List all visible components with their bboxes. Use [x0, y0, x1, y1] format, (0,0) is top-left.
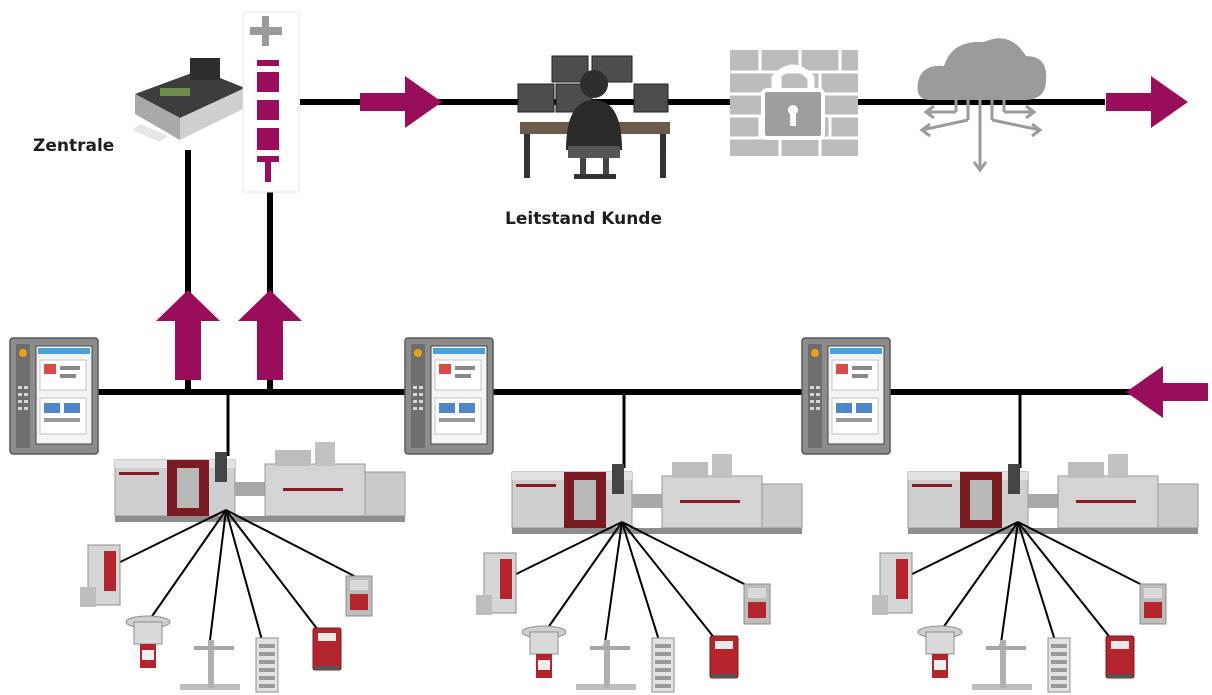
cell-1: [9, 337, 406, 693]
injection-molding-machine-icon: [114, 441, 406, 523]
peripheral-dryer-icon: [475, 552, 517, 616]
peripheral-robot-icon: [576, 640, 636, 690]
injection-molding-machine-icon: [907, 453, 1199, 535]
arrow-up-zentrale: [156, 290, 220, 380]
peripheral-hopper-icon: [125, 615, 171, 669]
cell-3: [801, 337, 1199, 693]
peripheral-hopper-icon: [917, 625, 963, 679]
machine-control-panel-icon: [801, 337, 891, 455]
gateway-computer: [132, 58, 245, 142]
peripheral-temperature-unit-icon: [709, 635, 739, 679]
cell-2: [404, 337, 803, 693]
industrial-pc-icon: [132, 58, 245, 142]
peripheral-rack-icon: [651, 637, 675, 693]
zentrale-label: Zentrale: [33, 136, 114, 156]
arrow-up-temi: [238, 290, 302, 380]
peripheral-rack-icon: [1047, 637, 1071, 693]
peripheral-chiller-icon: [743, 583, 771, 625]
peripheral-robot-icon: [972, 640, 1032, 690]
arrow-right-cloud: [1106, 76, 1188, 128]
peripheral-temperature-unit-icon: [312, 627, 342, 671]
firewall-lock-icon: [730, 50, 858, 156]
peripheral-dryer-icon: [79, 544, 121, 608]
arrow-right-top: [360, 76, 442, 128]
temi-logo: [242, 11, 300, 193]
operator-workstation-icon: [517, 55, 670, 179]
machine-control-panel-icon: [404, 337, 494, 455]
peripheral-rack-icon: [255, 637, 279, 693]
leitstand-label: Leitstand Kunde: [505, 209, 662, 229]
peripheral-hopper-icon: [521, 625, 567, 679]
machine-control-panel-icon: [9, 337, 99, 455]
peripheral-chiller-icon: [345, 575, 373, 617]
arrow-left-bottom: [1126, 366, 1208, 418]
peripheral-dryer-icon: [871, 552, 913, 616]
peripheral-chiller-icon: [1139, 583, 1167, 625]
peripheral-robot-icon: [180, 640, 240, 690]
peripheral-temperature-unit-icon: [1105, 635, 1135, 679]
injection-molding-machine-icon: [511, 453, 803, 535]
cloud-network-icon: [917, 38, 1047, 173]
